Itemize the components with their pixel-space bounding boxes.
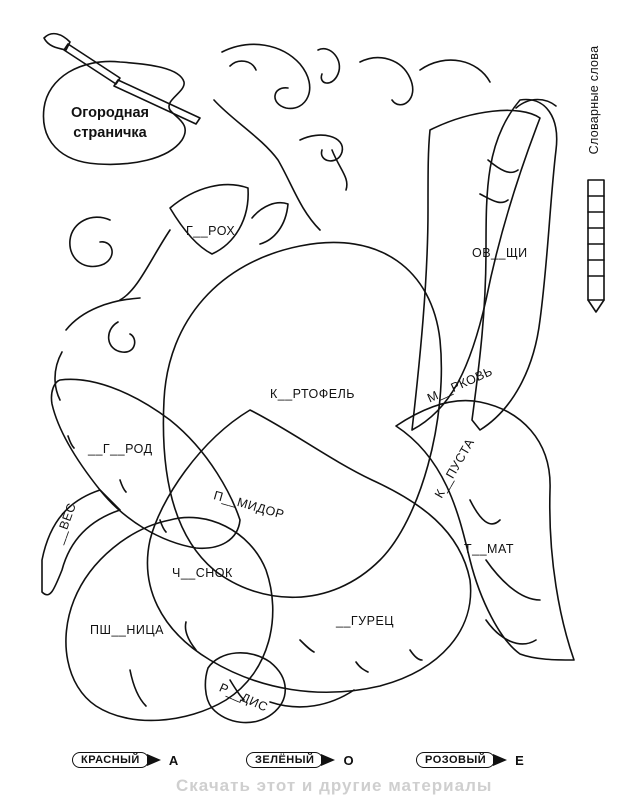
legend-pink: РОЗОВЫЙ Е: [416, 750, 524, 770]
title-line-1: Огородная: [71, 105, 149, 121]
pencil-icon: [321, 754, 336, 766]
legend-color-label: КРАСНЫЙ: [72, 752, 149, 768]
garlic-icon: [41, 489, 274, 722]
carrot-icon: [395, 399, 575, 661]
cucumber-icon: [50, 378, 241, 550]
pencil-icon: [587, 179, 605, 313]
legend-green: ЗЕЛЁНЫЙ О: [246, 750, 354, 770]
legend-red: КРАСНЫЙ А: [72, 750, 178, 770]
word-kartofel: К__РТОФЕЛЬ: [270, 387, 356, 401]
pea-pod-icon: [411, 98, 558, 431]
radish-icon: [184, 621, 355, 724]
legend-color-label: ЗЕЛЁНЫЙ: [246, 752, 324, 768]
word-tomat: Т__МАТ: [464, 542, 514, 556]
leaf-shape: [169, 183, 289, 255]
pencil-icon: [146, 754, 161, 766]
legend-letter: Е: [515, 752, 524, 768]
word-ogurets: __ГУРЕЦ: [336, 614, 395, 628]
word-chesnok: Ч__СНОК: [172, 566, 233, 580]
word-pshenitsa: ПШ__НИЦА: [90, 623, 164, 637]
legend-letter: О: [343, 752, 354, 768]
side-title: Словарные слова: [587, 45, 601, 155]
legend-letter: А: [168, 752, 179, 768]
pencil-icon: [493, 754, 508, 766]
legend-color-label: РОЗОВЫЙ: [416, 752, 496, 768]
paintbrush-icon: [43, 32, 201, 125]
page-title: Огородная страничка: [56, 103, 164, 143]
vine-curls: [54, 43, 491, 401]
title-line-2: страничка: [73, 125, 147, 141]
potato-icon: [162, 241, 443, 599]
word-gorokh: Г__РОХ: [186, 224, 236, 238]
tomato-icon: [146, 409, 472, 694]
palette-icon: [42, 60, 186, 166]
footer-watermark: Скачать этот и другие материалы: [176, 776, 493, 795]
word-ogorod: __Г__РОД: [88, 442, 153, 456]
word-ovoshchi: ОВ__ЩИ: [472, 246, 528, 260]
